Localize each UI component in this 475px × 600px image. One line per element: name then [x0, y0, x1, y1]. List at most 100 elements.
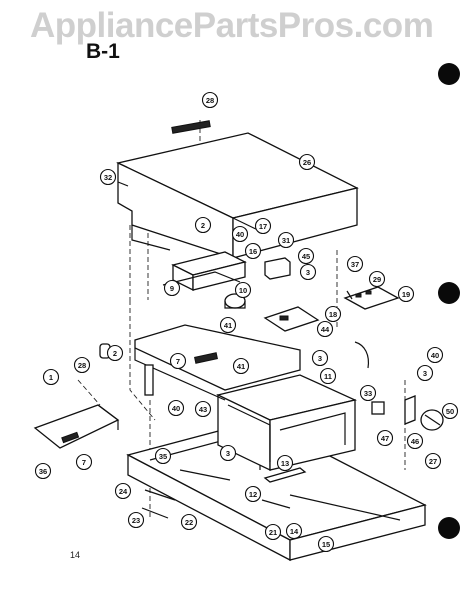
callout-37: 37: [346, 255, 364, 273]
callout-circle: [298, 153, 316, 171]
callout-36: 36: [34, 462, 52, 480]
callout-label: 3: [306, 268, 310, 277]
callout-circle: [359, 384, 377, 402]
callout-circle: [34, 462, 52, 480]
control-board-a: [343, 286, 400, 310]
binder-hole: [438, 282, 460, 304]
outer-cover: [33, 404, 120, 449]
slide-rail: [261, 467, 401, 521]
callout-circle: [114, 482, 132, 500]
callout-19: 19: [397, 285, 415, 303]
callout-label: 18: [329, 310, 337, 319]
callout-circle: [42, 368, 60, 386]
chassis-plate: [134, 324, 301, 401]
callout-3: 3: [299, 263, 317, 281]
callout-13: 13: [276, 454, 294, 472]
callout-24: 24: [114, 482, 132, 500]
callout-27: 27: [424, 452, 442, 470]
callout-label: 11: [324, 372, 332, 381]
callout-label: 36: [39, 467, 47, 476]
callout-7: 7: [169, 352, 187, 370]
callout-28: 28: [201, 91, 219, 109]
callout-circle: [311, 349, 329, 367]
callout-circle: [346, 255, 364, 273]
callout-circle: [169, 352, 187, 370]
callout-40: 40: [426, 346, 444, 364]
callout-label: 19: [402, 290, 410, 299]
callout-circle: [219, 444, 237, 462]
callout-3: 3: [416, 364, 434, 382]
callout-label: 43: [199, 405, 207, 414]
callout-28: 28: [73, 356, 91, 374]
callout-circle: [194, 400, 212, 418]
callout-circle: [163, 279, 181, 297]
callout-23: 23: [127, 511, 145, 529]
callout-label: 3: [318, 354, 322, 363]
wire-harness: [354, 341, 370, 369]
relay: [264, 257, 291, 280]
callout-label: 3: [423, 369, 427, 378]
callout-40: 40: [167, 399, 185, 417]
callout-label: 22: [185, 518, 193, 527]
section-label: B-1: [86, 40, 120, 63]
callout-label: 24: [119, 487, 128, 496]
callout-label: 13: [281, 459, 289, 468]
callout-22: 22: [180, 513, 198, 531]
side-bracket: [144, 364, 154, 396]
callout-label: 12: [249, 490, 257, 499]
capacitor-assembly: [162, 251, 247, 292]
callout-12: 12: [244, 485, 262, 503]
callout-circle: [397, 285, 415, 303]
binder-hole: [438, 63, 460, 85]
callout-circle: [277, 231, 295, 249]
callout-label: 2: [201, 221, 205, 230]
callout-circle: [219, 316, 237, 334]
callout-circle: [99, 168, 117, 186]
callout-label: 17: [259, 222, 267, 231]
screw: [346, 290, 353, 300]
callout-40: 40: [231, 225, 249, 243]
callout-50: 50: [441, 402, 459, 420]
callout-45: 45: [297, 247, 315, 265]
callout-29: 29: [368, 270, 386, 288]
callout-label: 41: [237, 362, 245, 371]
page-number: 14: [70, 550, 81, 560]
callout-label: 3: [226, 449, 230, 458]
callout-14: 14: [285, 522, 303, 540]
callout-circle: [376, 429, 394, 447]
callout-31: 31: [277, 231, 295, 249]
callout-label: 31: [282, 236, 290, 245]
callout-16: 16: [244, 242, 262, 260]
callout-circle: [194, 216, 212, 234]
callout-18: 18: [324, 305, 342, 323]
fan-motor: [224, 293, 246, 309]
callout-circle: [368, 270, 386, 288]
callout-label: 35: [159, 452, 167, 461]
hinge-parts: [141, 469, 231, 519]
callout-label: 15: [322, 540, 330, 549]
callout-circle: [276, 454, 294, 472]
callout-circle: [254, 217, 272, 235]
callout-circle: [167, 399, 185, 417]
callout-3: 3: [311, 349, 329, 367]
callout-9: 9: [163, 279, 181, 297]
callout-label: 10: [239, 286, 247, 295]
callout-11: 11: [319, 367, 337, 385]
callout-circle: [231, 225, 249, 243]
callout-circle: [406, 432, 424, 450]
callout-47: 47: [376, 429, 394, 447]
callout-label: 26: [303, 158, 311, 167]
callout-label: 50: [446, 407, 454, 416]
callout-circle: [424, 452, 442, 470]
callout-circle: [299, 263, 317, 281]
callout-circle: [154, 447, 172, 465]
callout-41: 41: [219, 316, 237, 334]
callout-label: 47: [381, 434, 389, 443]
callout-label: 27: [429, 457, 437, 466]
callout-32: 32: [99, 168, 117, 186]
callout-label: 21: [269, 528, 277, 537]
callout-label: 29: [373, 275, 381, 284]
callout-circle: [180, 513, 198, 531]
callout-circle: [244, 242, 262, 260]
